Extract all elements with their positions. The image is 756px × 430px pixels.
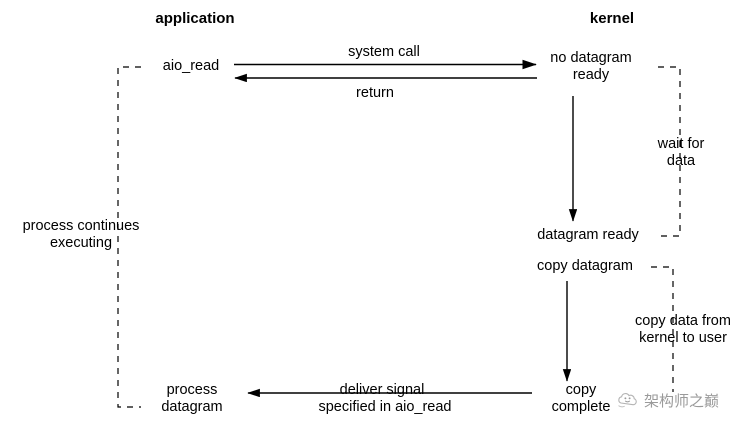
node-process-continues-executing: process continues executing xyxy=(22,218,140,251)
column-header-application: application xyxy=(155,10,235,27)
node-copy-complete: copy complete xyxy=(551,382,611,415)
bracket-application-lifeline xyxy=(117,66,141,408)
column-header-kernel: kernel xyxy=(589,10,635,27)
label-copy-data-from-kernel-to-user: copy data from kernel to user xyxy=(635,313,731,346)
node-no-datagram-ready: no datagram ready xyxy=(550,50,632,83)
label-system-call: system call xyxy=(348,44,420,60)
node-process-datagram: process datagram xyxy=(161,382,223,415)
label-deliver-signal: deliver signal xyxy=(339,382,425,398)
label-wait-for-data: wait for data xyxy=(657,136,705,169)
watermark-text: 架构师之巅 xyxy=(644,392,720,410)
node-aio-read: aio_read xyxy=(162,58,220,74)
watermark: 架构师之巅 xyxy=(617,390,719,411)
label-return: return xyxy=(356,85,394,101)
node-datagram-ready: datagram ready xyxy=(537,227,639,243)
label-specified-in-aio-read: specified in aio_read xyxy=(318,399,452,415)
smiley-cloud-icon xyxy=(618,392,637,407)
node-copy-datagram: copy datagram xyxy=(537,258,633,274)
